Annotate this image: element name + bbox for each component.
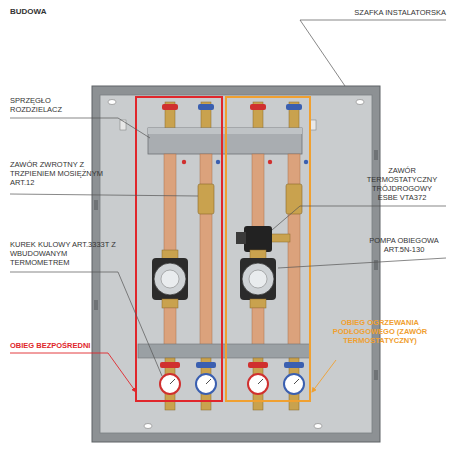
mount-hole [108,100,116,105]
valve-handle [286,104,302,110]
pump-nut [250,299,266,308]
cabinet-panel [100,95,372,433]
hinge [94,200,98,210]
circuit-frame [136,97,222,401]
valve-handle [162,104,178,110]
pump-dial [249,270,267,288]
check-valve [198,184,214,214]
part-label: SPRZĘGŁO ROZDZIELACZ [10,96,72,114]
marker-dot [268,160,272,164]
valve-handle [196,362,216,368]
marker-dot [216,160,220,164]
thermometer-needle [258,379,263,384]
thermometer [284,374,304,394]
valve-handle [248,362,268,368]
leader-line [312,360,336,392]
marker-dot [182,160,186,164]
pump-face [154,263,186,295]
pump-face [242,263,274,295]
thermometer-needle [294,379,299,384]
thermometer [160,374,180,394]
leader-line [10,118,150,138]
copper-pipe [288,154,300,346]
copper-pipe [252,308,264,346]
copper-pipe [252,154,264,228]
cabinet-frame [92,86,380,442]
diagram-title: BUDOWA [10,7,46,16]
pump-nut [250,250,266,259]
circuit-label: OBIEG OGRZEWANIA PODŁOGOWEGO (ZAWÓR TERM… [332,318,428,345]
leader-line [272,206,446,230]
valve-handle [160,362,180,368]
mount-hole [356,100,364,105]
thermometer-needle [206,379,211,384]
thermostatic-valve [236,232,246,244]
valve-handle [250,104,266,110]
circuit-frame [226,97,310,401]
pump-dial [161,270,179,288]
circuit-label: OBIEG BEZPOŚREDNI [10,341,130,350]
thermometer-needle [170,379,175,384]
hinge [94,300,98,310]
circulation-pump [240,258,276,300]
leader-line [10,353,136,392]
thermometer [248,374,268,394]
part-label: ZAWÓR ZWROTNY Z TRZPIENIEM MOSIĘŻNYM ART… [10,160,115,187]
marker-dot [304,160,308,164]
part-label: POMPA OBIEGOWA ART.5N-130 [366,236,442,254]
copper-pipe [164,308,176,346]
leader-line [278,258,446,268]
thermometer [196,374,216,394]
leader-line [10,272,162,376]
hinge [374,370,378,380]
copper-pipe [200,154,212,346]
circulation-pump [152,258,188,300]
pump-nut [162,250,178,259]
leader-line [10,194,198,196]
part-label: SZAFKA INSTALATORSKA [320,8,446,17]
leader-line [300,20,446,86]
mount-hole [314,424,322,429]
thermostatic-valve [244,226,272,252]
hinge [374,260,378,270]
valve-handle [198,104,214,110]
mounting-rail [138,344,310,358]
part-label: ZAWÓR TERMOSTATYCZNY TRÓJDROGOWY ESBE VT… [362,166,442,202]
valve-handle [284,362,304,368]
pump-nut [162,299,178,308]
mount-hole [144,424,152,429]
part-label: KUREK KULOWY ART.3333T Z WBUDOWANYM TERM… [10,240,120,267]
copper-pipe [164,154,176,258]
hinge [374,150,378,160]
check-valve [286,184,302,214]
